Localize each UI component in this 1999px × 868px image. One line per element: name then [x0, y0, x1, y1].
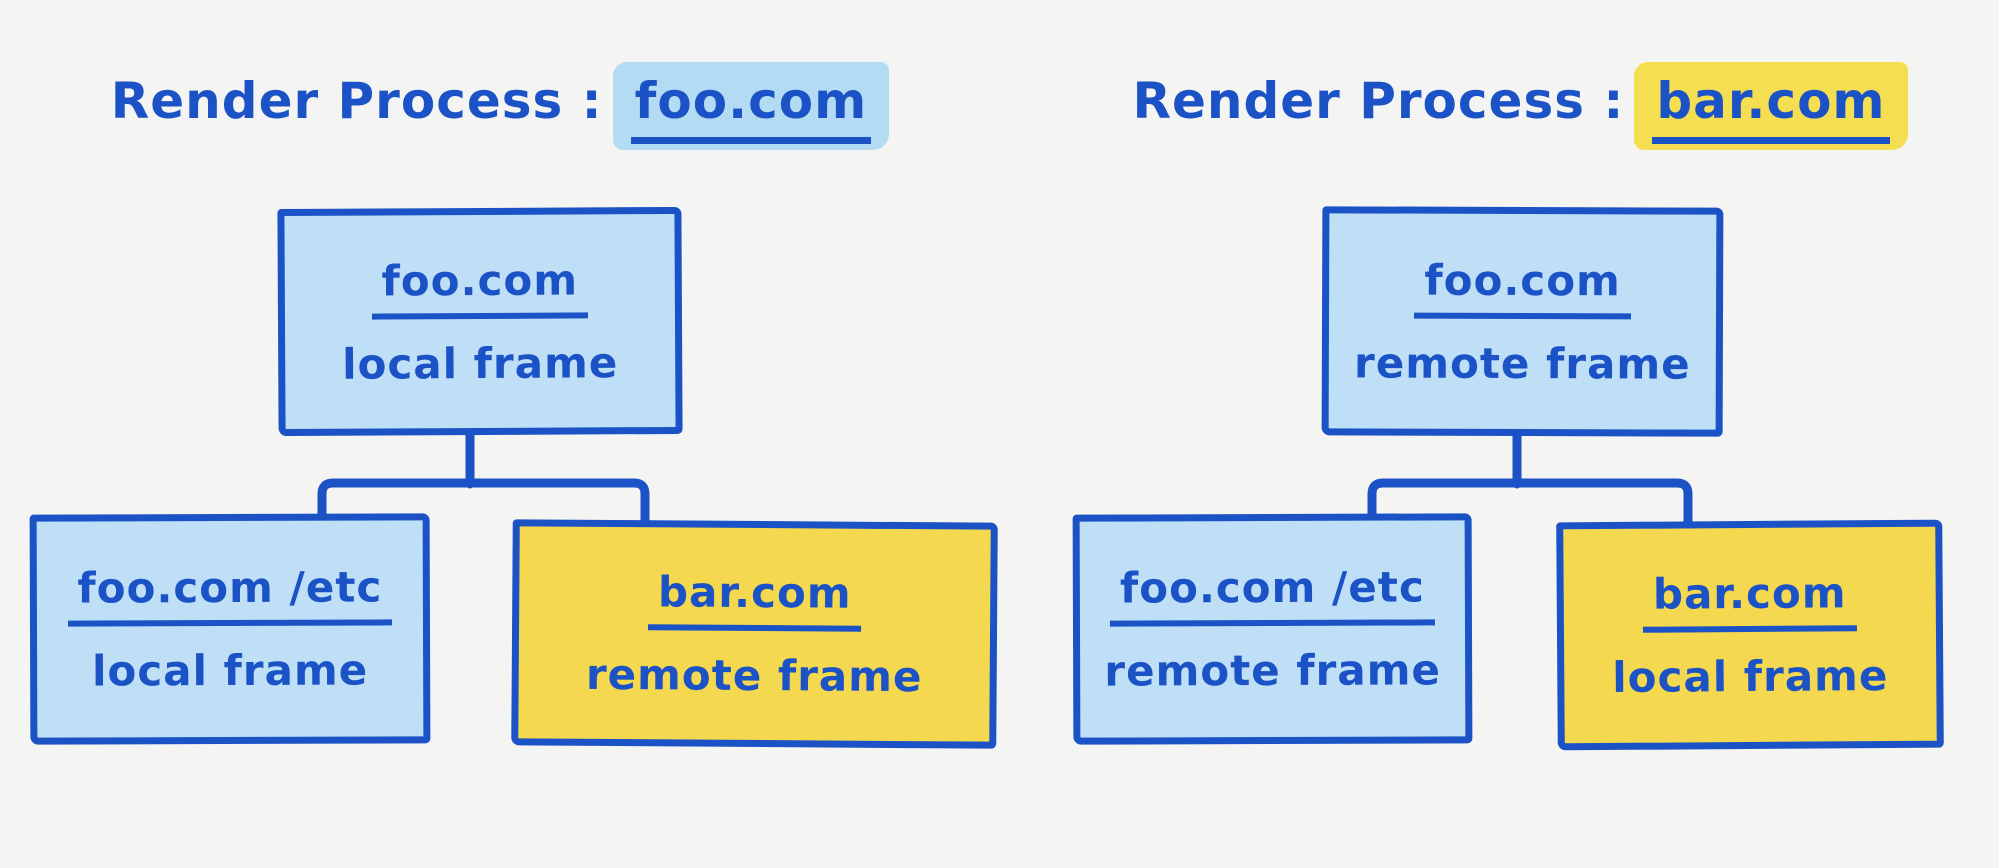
diagram-title-foo: Render Process : foo.com [110, 62, 890, 150]
frame-origin: bar.com [647, 567, 862, 632]
frame-type-label: local frame [92, 645, 369, 696]
frame-origin: foo.com /etc [67, 562, 393, 627]
frame-type-label: local frame [1612, 651, 1889, 702]
root-frame-node-foo-process: foo.com local frame [277, 206, 683, 437]
frame-type-label: remote frame [1104, 645, 1442, 696]
connector-bracket-right [1367, 478, 1693, 534]
child-frame-node-right-bar-process: bar.com local frame [1556, 519, 1944, 751]
frame-origin: foo.com [1414, 255, 1631, 319]
frame-origin: foo.com /etc [1109, 562, 1435, 627]
diagram-title-site-highlight: bar.com [1634, 62, 1908, 150]
frame-type-label: remote frame [585, 649, 923, 702]
frame-origin: foo.com [371, 254, 589, 320]
frame-type-label: local frame [342, 337, 619, 389]
connector-bracket-left [317, 478, 650, 533]
diagram-title-site: foo.com [630, 72, 872, 144]
frame-type-label: remote frame [1353, 337, 1691, 389]
diagram-title-site: bar.com [1652, 72, 1890, 144]
child-frame-node-left-bar-process: foo.com /etc remote frame [1072, 513, 1473, 745]
frame-origin: bar.com [1642, 568, 1857, 633]
diagram-title-prefix: Render Process : [110, 72, 603, 130]
child-frame-node-left-foo-process: foo.com /etc local frame [29, 513, 431, 745]
child-frame-node-right-foo-process: bar.com remote frame [511, 519, 998, 749]
diagram-title-prefix: Render Process : [1132, 72, 1625, 130]
diagram-title-site-highlight: foo.com [612, 62, 890, 150]
diagram-title-bar: Render Process : bar.com [1130, 62, 1910, 150]
root-frame-node-bar-process: foo.com remote frame [1321, 206, 1724, 437]
